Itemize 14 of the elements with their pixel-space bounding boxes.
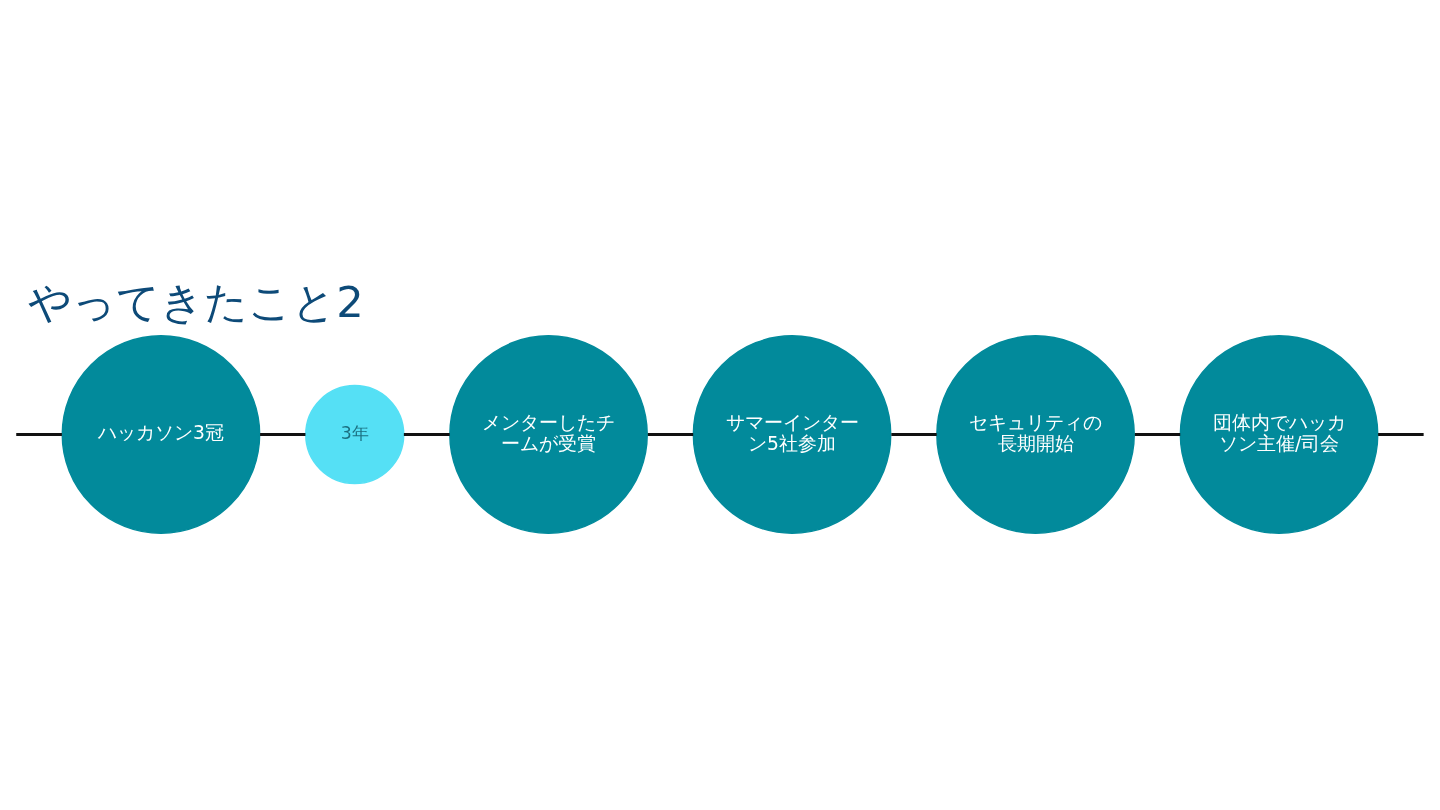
connector — [403, 432, 450, 437]
connector — [647, 432, 694, 437]
connector — [260, 432, 306, 437]
node-circle: メンターしたチームが受賞 — [449, 335, 648, 534]
node-circle: サマーインターン5社参加 — [692, 335, 892, 534]
connector — [1378, 432, 1424, 437]
node-circle: セキュリティの長期開始 — [936, 335, 1135, 534]
connector — [16, 432, 62, 437]
node-circle: 団体内でハッカソン主催/司会 — [1179, 335, 1379, 534]
connector — [1134, 432, 1181, 437]
connector — [891, 432, 937, 437]
diagram-title: やってきたこと2 — [28, 277, 364, 328]
node-circle: ハッカソン3冠 — [61, 335, 261, 534]
node-circle: 3年 — [305, 384, 405, 485]
